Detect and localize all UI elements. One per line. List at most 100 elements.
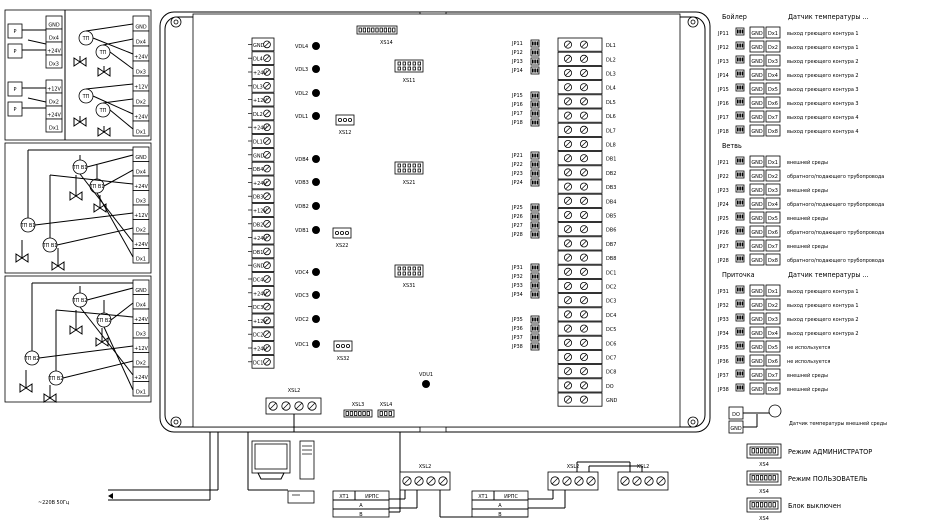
jumper-pin bbox=[534, 162, 536, 167]
terminal-cell bbox=[45, 118, 63, 133]
jumper-pin bbox=[741, 29, 744, 34]
jumper-pin bbox=[534, 214, 536, 219]
jumper-pin bbox=[536, 180, 539, 185]
vd-center-label: VDU1 bbox=[419, 372, 433, 378]
legend-term-cell bbox=[765, 382, 781, 395]
left-sensor-panels: PPPPGNDDx4+24VDx3+12VDx2+24VDx1GNDDx4+24… bbox=[4, 9, 152, 403]
mode-connector-pin bbox=[764, 475, 768, 481]
legend-term-cell bbox=[765, 312, 781, 325]
board-left-terminal-label: DC3 bbox=[253, 305, 263, 311]
board-left-terminal-label: +24V bbox=[253, 71, 267, 77]
legend-term-label: Dx8 bbox=[768, 387, 778, 393]
legend-term-label: Dx6 bbox=[768, 230, 778, 236]
connector-xs-top bbox=[356, 25, 398, 35]
legend-term-label: Dx4 bbox=[768, 331, 778, 337]
monitor-screen bbox=[254, 443, 288, 470]
board-left-terminal-label: +12V bbox=[253, 98, 267, 104]
legend-gnd-cell bbox=[749, 382, 765, 395]
valve-body bbox=[51, 261, 65, 271]
board-right-terminal-label: DL2 bbox=[606, 57, 616, 63]
jumper-icon bbox=[530, 263, 540, 272]
terminal-screw-slot bbox=[427, 477, 435, 485]
wire bbox=[56, 227, 134, 246]
legend-jp-label: JP34 bbox=[717, 331, 729, 337]
terminal-label: +12V bbox=[134, 346, 148, 352]
db-connector-body bbox=[394, 59, 424, 73]
legend-gnd-label: GND bbox=[751, 244, 763, 250]
jumper-pin bbox=[739, 385, 741, 390]
jumper-pin bbox=[737, 99, 739, 104]
jumper-pin bbox=[344, 230, 349, 235]
terminal-label: Dx1 bbox=[136, 390, 146, 396]
valve-icon bbox=[95, 336, 109, 347]
jumper-pin bbox=[532, 317, 534, 322]
mode-connector-pin bbox=[760, 475, 764, 481]
legend-row-text: обратного/подающего трубопровода bbox=[787, 201, 884, 208]
mode-text: Режим АДМИНИСТРАТОР bbox=[788, 447, 872, 456]
wire bbox=[103, 169, 134, 187]
terminal-screw-slot bbox=[565, 41, 571, 48]
legend-gnd-label: GND bbox=[751, 345, 763, 351]
legend-row-text: выход греющего контура 1 bbox=[787, 45, 859, 51]
jp-label: JP24 bbox=[511, 180, 523, 186]
board-left-terminal-label: DB2 bbox=[253, 222, 263, 228]
jumper-pin bbox=[536, 93, 539, 98]
terminal-label: Dx3 bbox=[136, 70, 146, 76]
legend-term-cell bbox=[765, 183, 781, 196]
mode-connector-body bbox=[749, 473, 779, 483]
valve-body bbox=[19, 383, 33, 393]
terminal-screw-slot bbox=[581, 155, 587, 161]
mode-connector-label: XS4 bbox=[759, 516, 769, 522]
terminal-screw-slot bbox=[645, 477, 653, 485]
jumper-pin bbox=[534, 317, 536, 322]
legend-term-label: Dx1 bbox=[768, 289, 778, 295]
board-left-terminal-label: DB3 bbox=[253, 195, 263, 201]
db-pin bbox=[402, 271, 406, 276]
wire bbox=[85, 23, 134, 32]
legend-gnd-label: GND bbox=[751, 115, 763, 121]
jumper-icon bbox=[530, 212, 540, 221]
jumper-pin bbox=[737, 158, 739, 163]
terminal-screw-slot bbox=[581, 283, 587, 289]
jumper-pin bbox=[739, 315, 741, 320]
board-right-terminal-label: DB4 bbox=[606, 199, 616, 205]
jumper-pin bbox=[739, 71, 741, 76]
legend-term-cell bbox=[765, 225, 781, 238]
jumper-icon bbox=[735, 299, 745, 308]
terminal-label: +24V bbox=[134, 184, 148, 190]
legend-gnd-label: GND bbox=[751, 101, 763, 107]
temperature-sensor-icon: ТП bbox=[78, 30, 94, 46]
terminal-screw-slot bbox=[581, 169, 587, 176]
connector-label: XS21 bbox=[403, 180, 416, 186]
legend-gnd-cell bbox=[749, 169, 765, 182]
legend-gnd-label: GND bbox=[751, 73, 763, 79]
mode-connector-pin bbox=[764, 448, 768, 454]
legend-term-label: Dx2 bbox=[768, 303, 778, 309]
connector-pin bbox=[362, 27, 367, 33]
jumper-icon bbox=[530, 57, 540, 66]
mode-connector-pin bbox=[768, 502, 772, 508]
jumper-pin bbox=[739, 172, 741, 177]
terminal-screw-slot bbox=[264, 290, 270, 296]
valve-body bbox=[15, 253, 29, 263]
jumper-icon bbox=[735, 341, 745, 350]
bottom-terminal-block bbox=[547, 471, 599, 491]
connector-pin bbox=[384, 411, 388, 416]
terminal-screw-slot bbox=[565, 368, 571, 374]
jumper-pin bbox=[741, 99, 744, 104]
jumper-pin bbox=[532, 153, 534, 158]
terminal-label: Dx4 bbox=[136, 303, 146, 309]
connector-body bbox=[343, 409, 373, 418]
jumper-pin bbox=[739, 158, 741, 163]
legend-jp-label: JP13 bbox=[717, 59, 729, 65]
legend-term-cell bbox=[765, 169, 781, 182]
jumper-pin bbox=[532, 93, 534, 98]
board-left-terminal-label: +24V bbox=[253, 126, 267, 132]
mode-connector-pin bbox=[755, 502, 760, 508]
terminal-screw-slot bbox=[581, 141, 587, 147]
jumper-pin bbox=[737, 71, 739, 76]
legend-gnd-label: GND bbox=[751, 373, 763, 379]
legend-term-cell bbox=[765, 40, 781, 53]
jumper-pin bbox=[334, 230, 339, 235]
wire bbox=[109, 51, 134, 70]
